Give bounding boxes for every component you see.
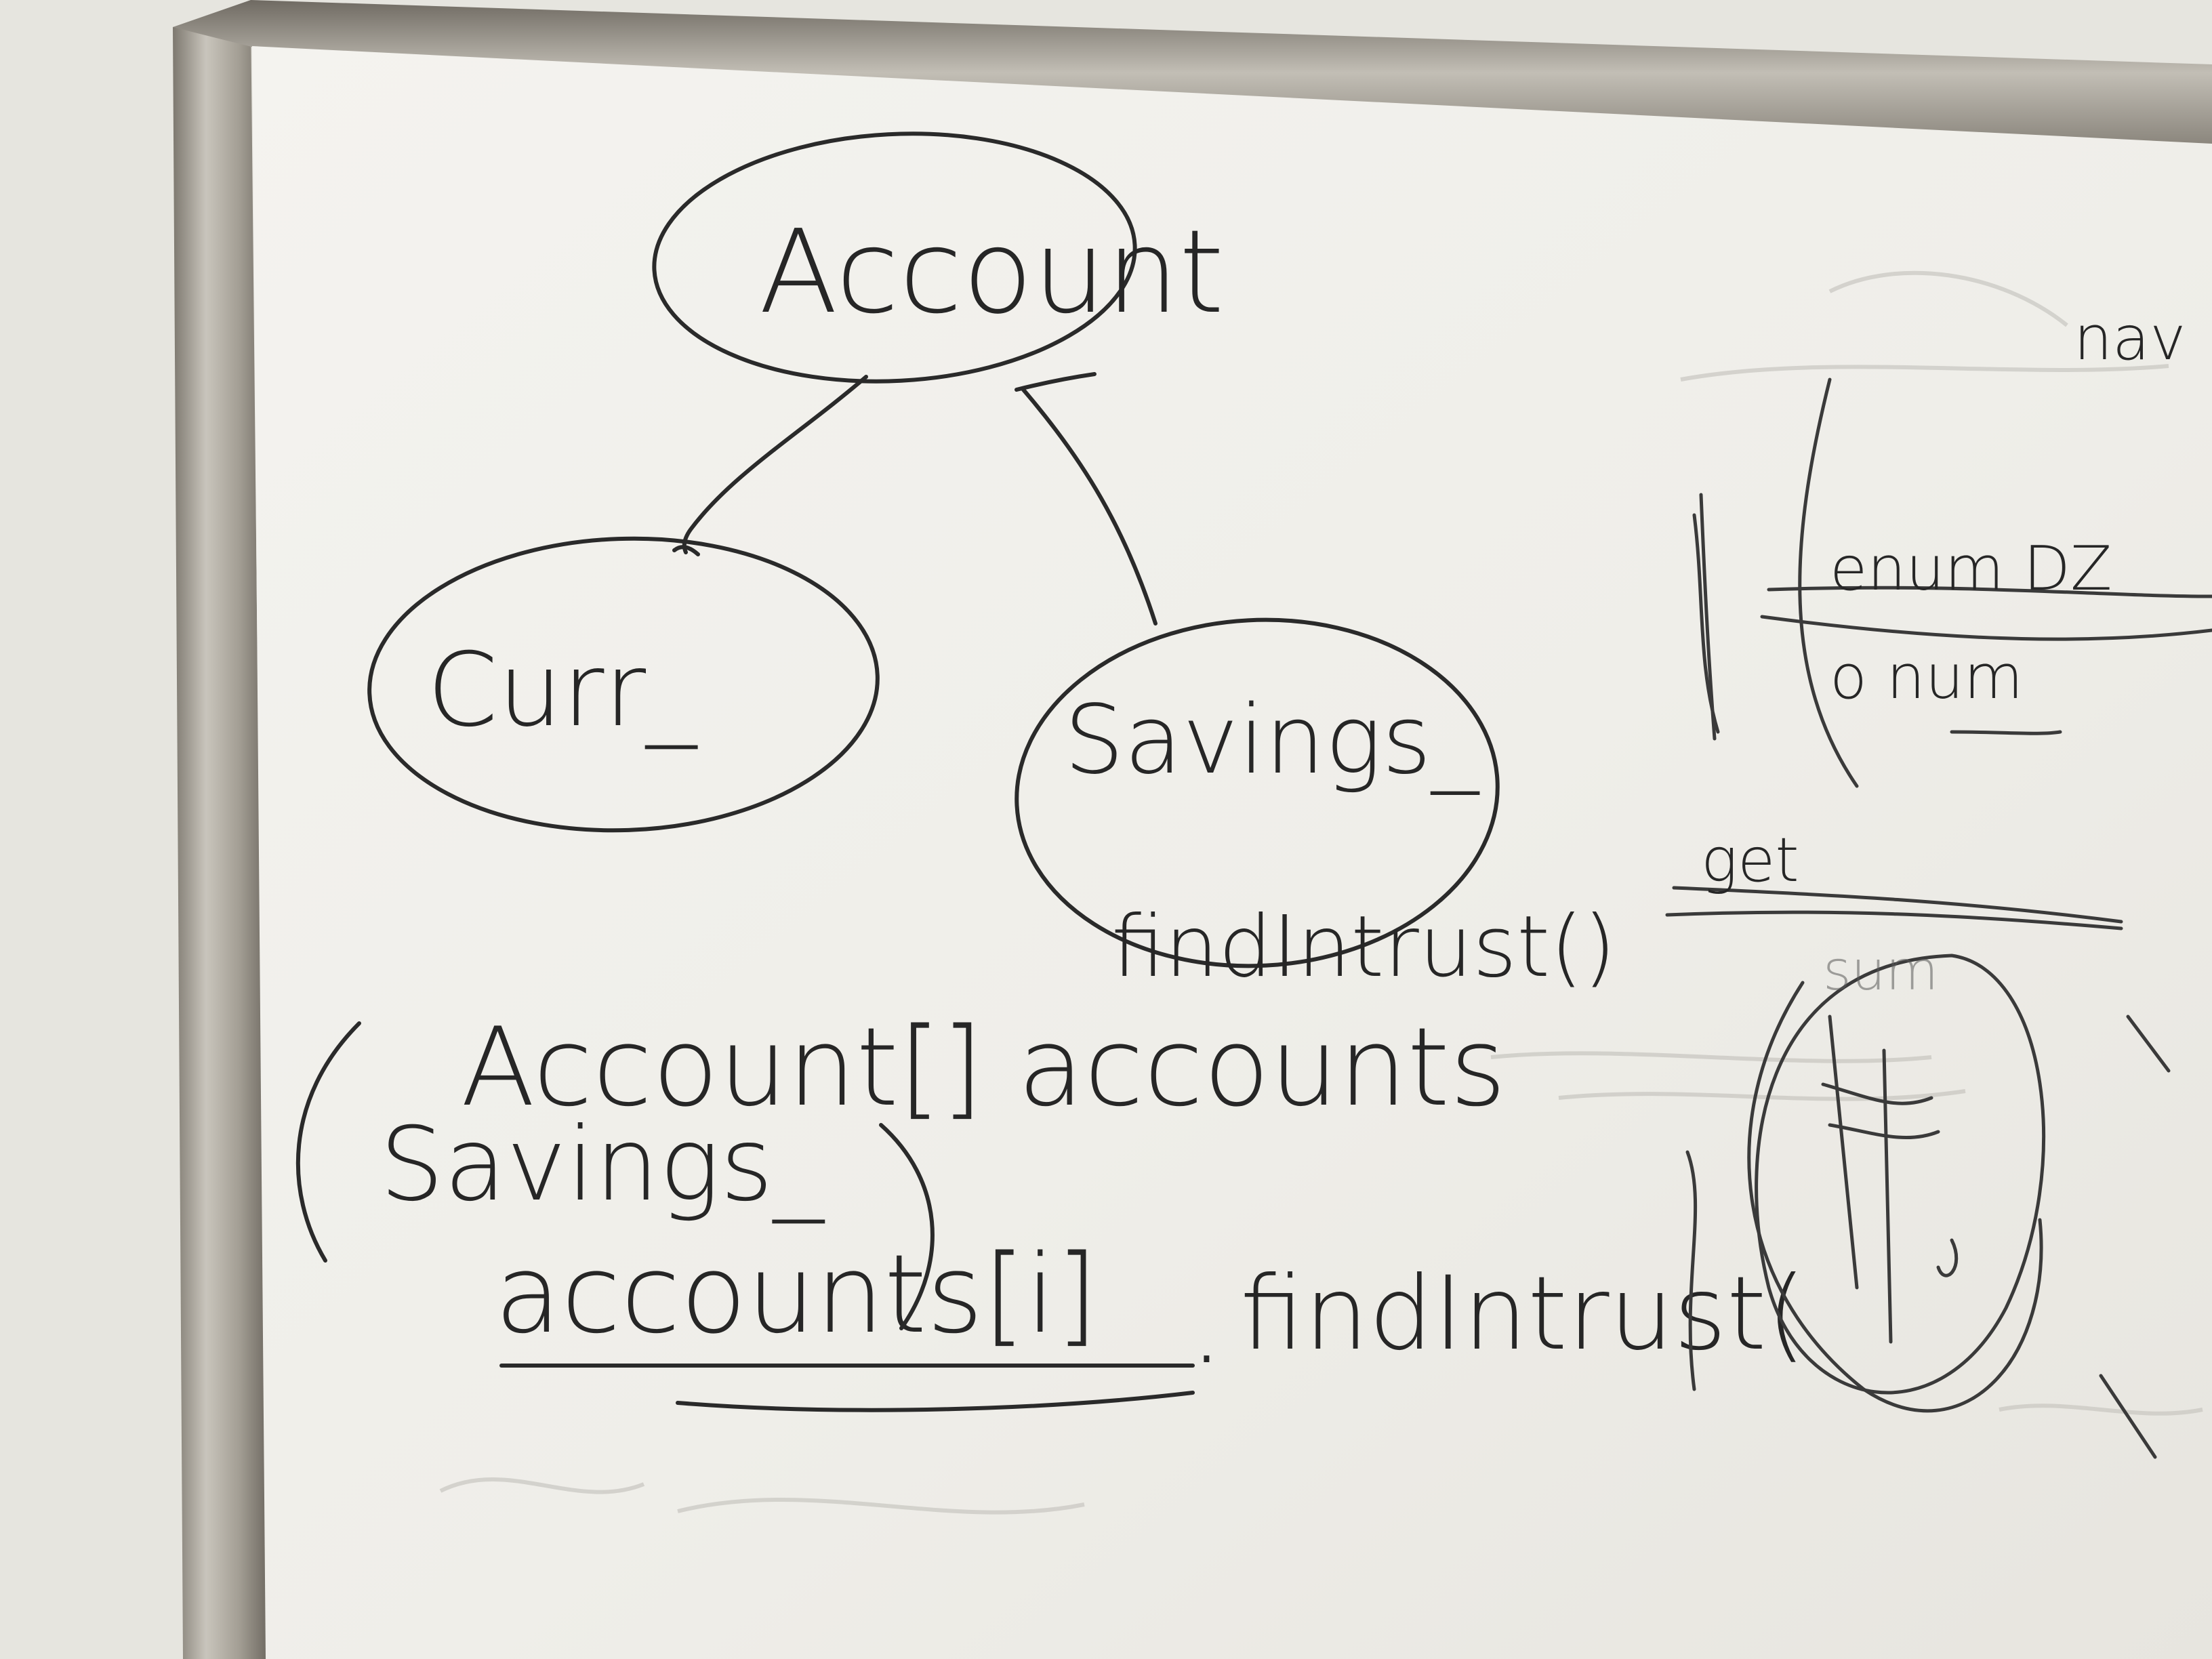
account-node [652,131,1137,384]
get-label: get [1701,825,1799,896]
side-notes-strokes [1665,377,2212,1459]
erased-smudges [439,270,2203,1515]
whiteboard-surface [252,46,2212,1659]
nav-fragment: nav [2074,303,2186,374]
cast-open-paren [295,1021,361,1263]
curr-node [367,536,880,833]
find-intrust-method-label: findIntrust() [1111,898,1616,996]
code-line-account-array: Account[] accounts [461,1004,1507,1130]
code-annotations [295,1021,1195,1412]
code-line-find-intrust: findIntrust( [1240,1255,1806,1373]
cast-close-paren [879,1123,935,1330]
code-line-accounts-index: accounts[i] [495,1231,1098,1357]
edge-account-savings [1021,388,1158,626]
sum-fragment: sum [1823,939,1938,1002]
curr-label: Curr_ [427,632,698,750]
enum-label: enum DZ [1830,533,2112,605]
num-label: o num [1830,642,2023,713]
edge-account-curr [682,375,868,554]
code-line-dot: . [1189,1261,1224,1388]
account-label: Account [759,205,1224,340]
class-diagram [367,131,1500,968]
code-line-savings: Savings_ [380,1106,825,1224]
board-frame-top [173,0,2212,146]
board-frame-left [173,14,268,1659]
savings-node [1015,617,1500,968]
savings-label: Savings_ [1064,685,1480,796]
